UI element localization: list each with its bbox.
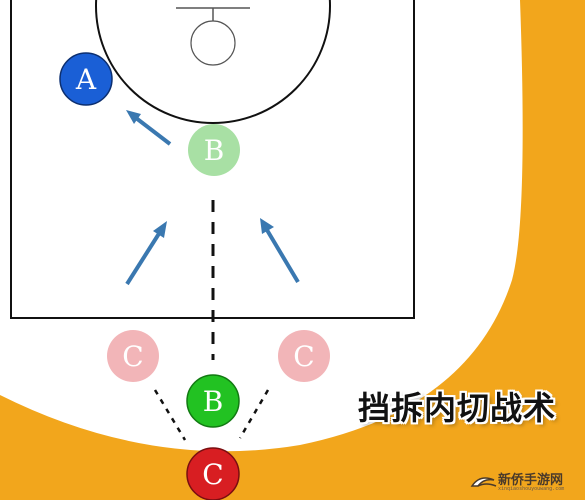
player-c-left: C	[107, 330, 159, 382]
watermark: 新侨手游网 xinqiaoshouyouwang.com	[468, 462, 585, 500]
watermark-logo-icon	[470, 477, 497, 487]
watermark-name: 新侨手游网	[498, 473, 564, 488]
player-b-top: B	[188, 124, 240, 176]
player-c-bottom-label: C	[202, 458, 223, 491]
player-b-bottom-label: B	[203, 385, 224, 418]
player-a-circle	[59, 52, 113, 106]
player-b-bottom: B	[186, 374, 240, 428]
arrow-right-cut	[260, 218, 300, 284]
arrow-b-to-a	[126, 110, 172, 146]
player-c-right-circle	[278, 330, 330, 382]
arrow-left-cut	[125, 221, 167, 286]
player-c-bottom-circle	[186, 447, 240, 500]
player-b-bottom-circle	[186, 374, 240, 428]
player-c-right: C	[278, 330, 330, 382]
player-b-top-circle	[188, 124, 240, 176]
player-a-label: A	[75, 63, 97, 96]
player-c-right-label: C	[293, 340, 314, 373]
player-c-left-circle	[107, 330, 159, 382]
player-b-top-label: B	[204, 134, 225, 167]
player-c-bottom: C	[186, 447, 240, 500]
pass-line-left	[153, 389, 187, 441]
watermark-url: xinqiaoshouyouwang.com	[498, 486, 565, 492]
player-c-left-label: C	[122, 340, 143, 373]
player-a: A	[59, 52, 113, 106]
basket-rim	[190, 20, 236, 66]
tactic-caption: 挡拆内切战术	[358, 389, 557, 427]
free-throw-circle	[95, 0, 331, 124]
pass-line-right	[238, 389, 270, 439]
